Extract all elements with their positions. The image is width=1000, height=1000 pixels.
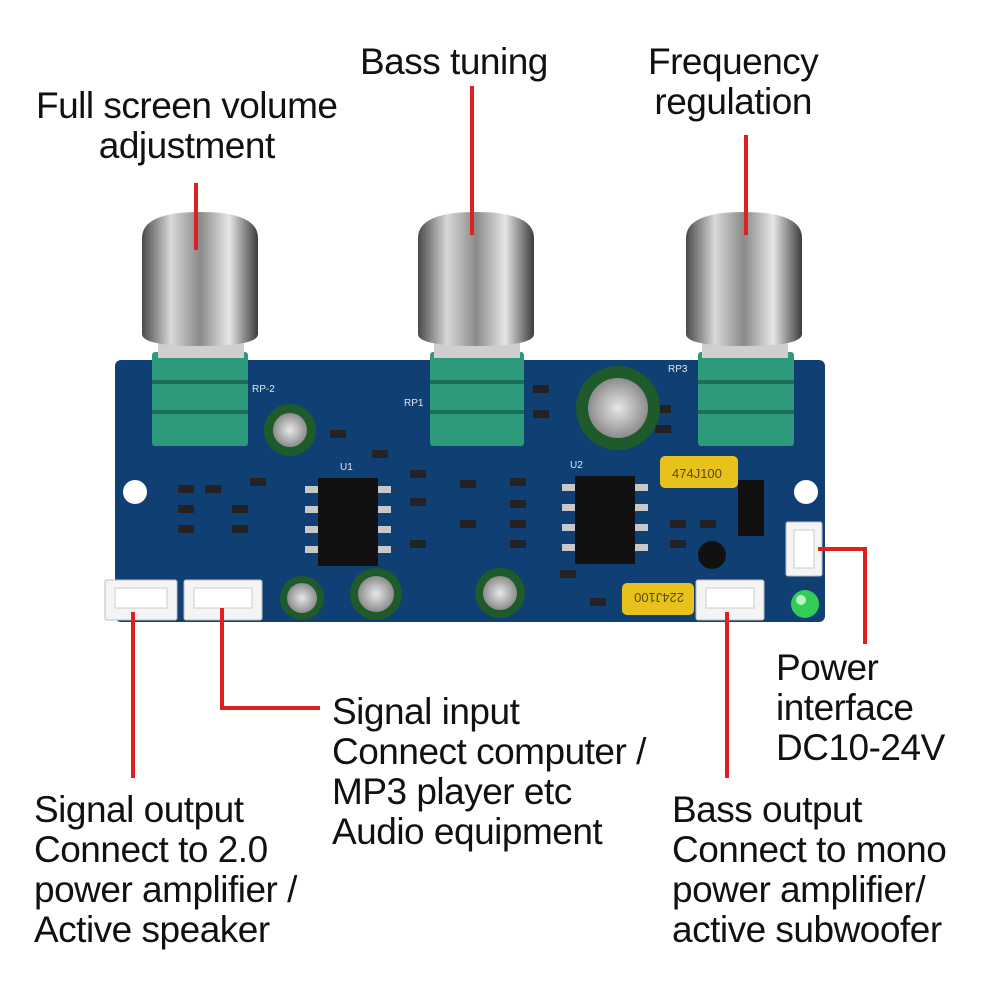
ic-u2-label: U2 [570,460,583,471]
label-signal-input-line-2: Connect computer / [332,731,646,772]
pot-rp3-label: RP3 [668,364,688,375]
label-frequency-line-2: regulation [654,81,812,122]
film-capacitor-224 [622,583,694,615]
label-volume: Full screen volume adjustment [36,86,338,166]
label-volume-line-2: adjustment [98,125,275,166]
film-capacitor-224-label: 224J100 [634,590,684,605]
knob-frequency [686,212,802,358]
mount-hole-right [794,480,818,504]
pot-rp2-label: RP-2 [252,384,275,395]
leader-signal-input [220,608,320,710]
knob-volume [142,212,258,358]
connector-power [785,521,823,577]
power-led [791,590,819,618]
capacitor-bottom-1 [280,576,324,620]
label-bass-tuning-line-1: Bass tuning [360,41,548,82]
leader-power [818,547,867,644]
label-bass-tuning: Bass tuning [360,42,548,82]
potentiometer-frequency [698,352,794,446]
knob-bass [418,212,534,358]
label-power: Power interface DC10-24V [776,648,945,768]
leader-lines [131,86,867,778]
ic-u2 [562,476,648,564]
label-signal-output-line-3: power amplifier / [34,869,297,910]
label-signal-input-line-4: Audio equipment [332,811,603,852]
label-frequency-line-1: Frequency [648,41,819,82]
connector-bass-output [695,579,765,621]
ic-u1 [305,478,391,566]
smd-components [178,385,716,606]
label-signal-output: Signal output Connect to 2.0 power ampli… [34,790,297,950]
connector-signal-output [104,579,178,621]
ic-u1-label: U1 [340,462,353,473]
capacitor-bottom-2 [350,568,402,620]
label-signal-input-line-3: MP3 player etc [332,771,572,812]
mount-hole-left [123,480,147,504]
label-bass-output-line-1: Bass output [672,789,862,830]
label-power-line-2: interface [776,687,914,728]
capacitor-small [698,541,726,569]
label-bass-output-line-4: active subwoofer [672,909,942,950]
label-bass-output-line-2: Connect to mono [672,829,947,870]
label-power-line-3: DC10-24V [776,727,945,768]
label-signal-input-line-1: Signal input [332,691,520,732]
capacitor-c13 [475,568,525,618]
film-capacitor-474 [660,456,738,488]
label-signal-output-line-1: Signal output [34,789,244,830]
potentiometer-bass [430,352,524,446]
label-volume-line-1: Full screen volume [36,85,338,126]
label-signal-input: Signal input Connect computer / MP3 play… [332,692,646,852]
diode [738,480,764,536]
connector-signal-input [183,579,263,621]
potentiometer-volume [152,352,248,446]
pot-rp1-label: RP1 [404,398,424,409]
label-power-line-1: Power [776,647,879,688]
capacitor-c10 [576,366,660,450]
label-signal-output-line-2: Connect to 2.0 [34,829,268,870]
label-bass-output: Bass output Connect to mono power amplif… [672,789,947,950]
film-capacitor-474-label: 474J100 [672,466,722,481]
label-frequency: Frequency regulation [648,41,819,122]
capacitor-c9 [264,404,316,456]
label-bass-output-line-3: power amplifier/ [672,869,926,910]
label-signal-output-line-4: Active speaker [34,909,270,950]
